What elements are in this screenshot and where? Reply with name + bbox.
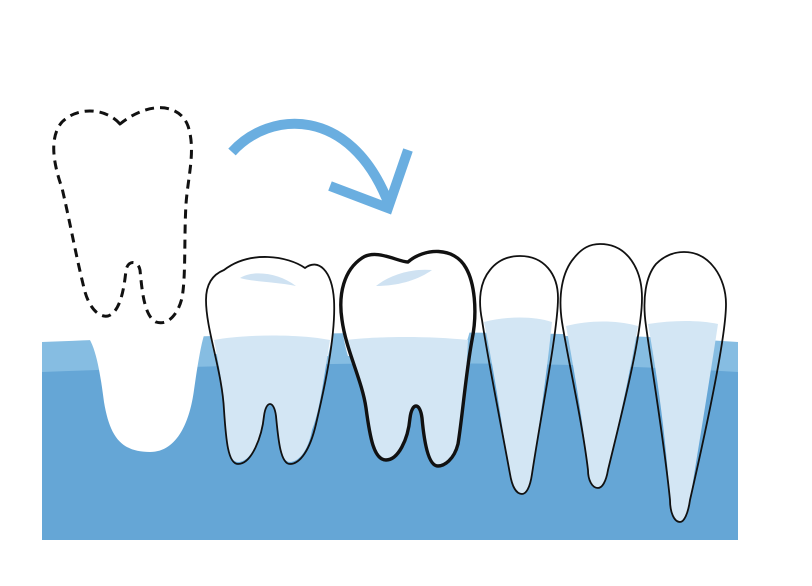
premolar-2-outline [559,243,643,489]
molar-outline [205,256,336,465]
shifting-molar-crown-enamel [340,251,474,356]
premolar-tooth-3 [643,251,727,523]
curved-arrow-right-icon [228,118,413,215]
shifting-molar-outline [339,249,477,468]
premolar-1-outline [479,255,559,495]
missing-tooth-outline-icon [52,106,193,325]
molar-crown-enamel [207,256,335,356]
shifting-molar-highlight [376,269,432,286]
premolar-2-root [566,321,638,488]
premolar-tooth-2 [559,243,643,489]
arrow-head [328,148,413,215]
molar-highlight [240,273,296,286]
shifting-molar-tooth [339,249,477,468]
empty-socket [80,330,206,452]
premolar-3-root [648,321,718,522]
premolar-3-crown-enamel [644,252,726,334]
molar-tooth [205,256,336,465]
premolar-1-crown-enamel [479,256,558,330]
molar-root [214,335,330,462]
premolar-2-crown-enamel [560,244,642,336]
arrow-shaft [228,118,393,204]
shifting-molar-root [346,337,468,466]
premolar-tooth-1 [479,255,559,495]
premolar-3-outline [643,251,727,523]
